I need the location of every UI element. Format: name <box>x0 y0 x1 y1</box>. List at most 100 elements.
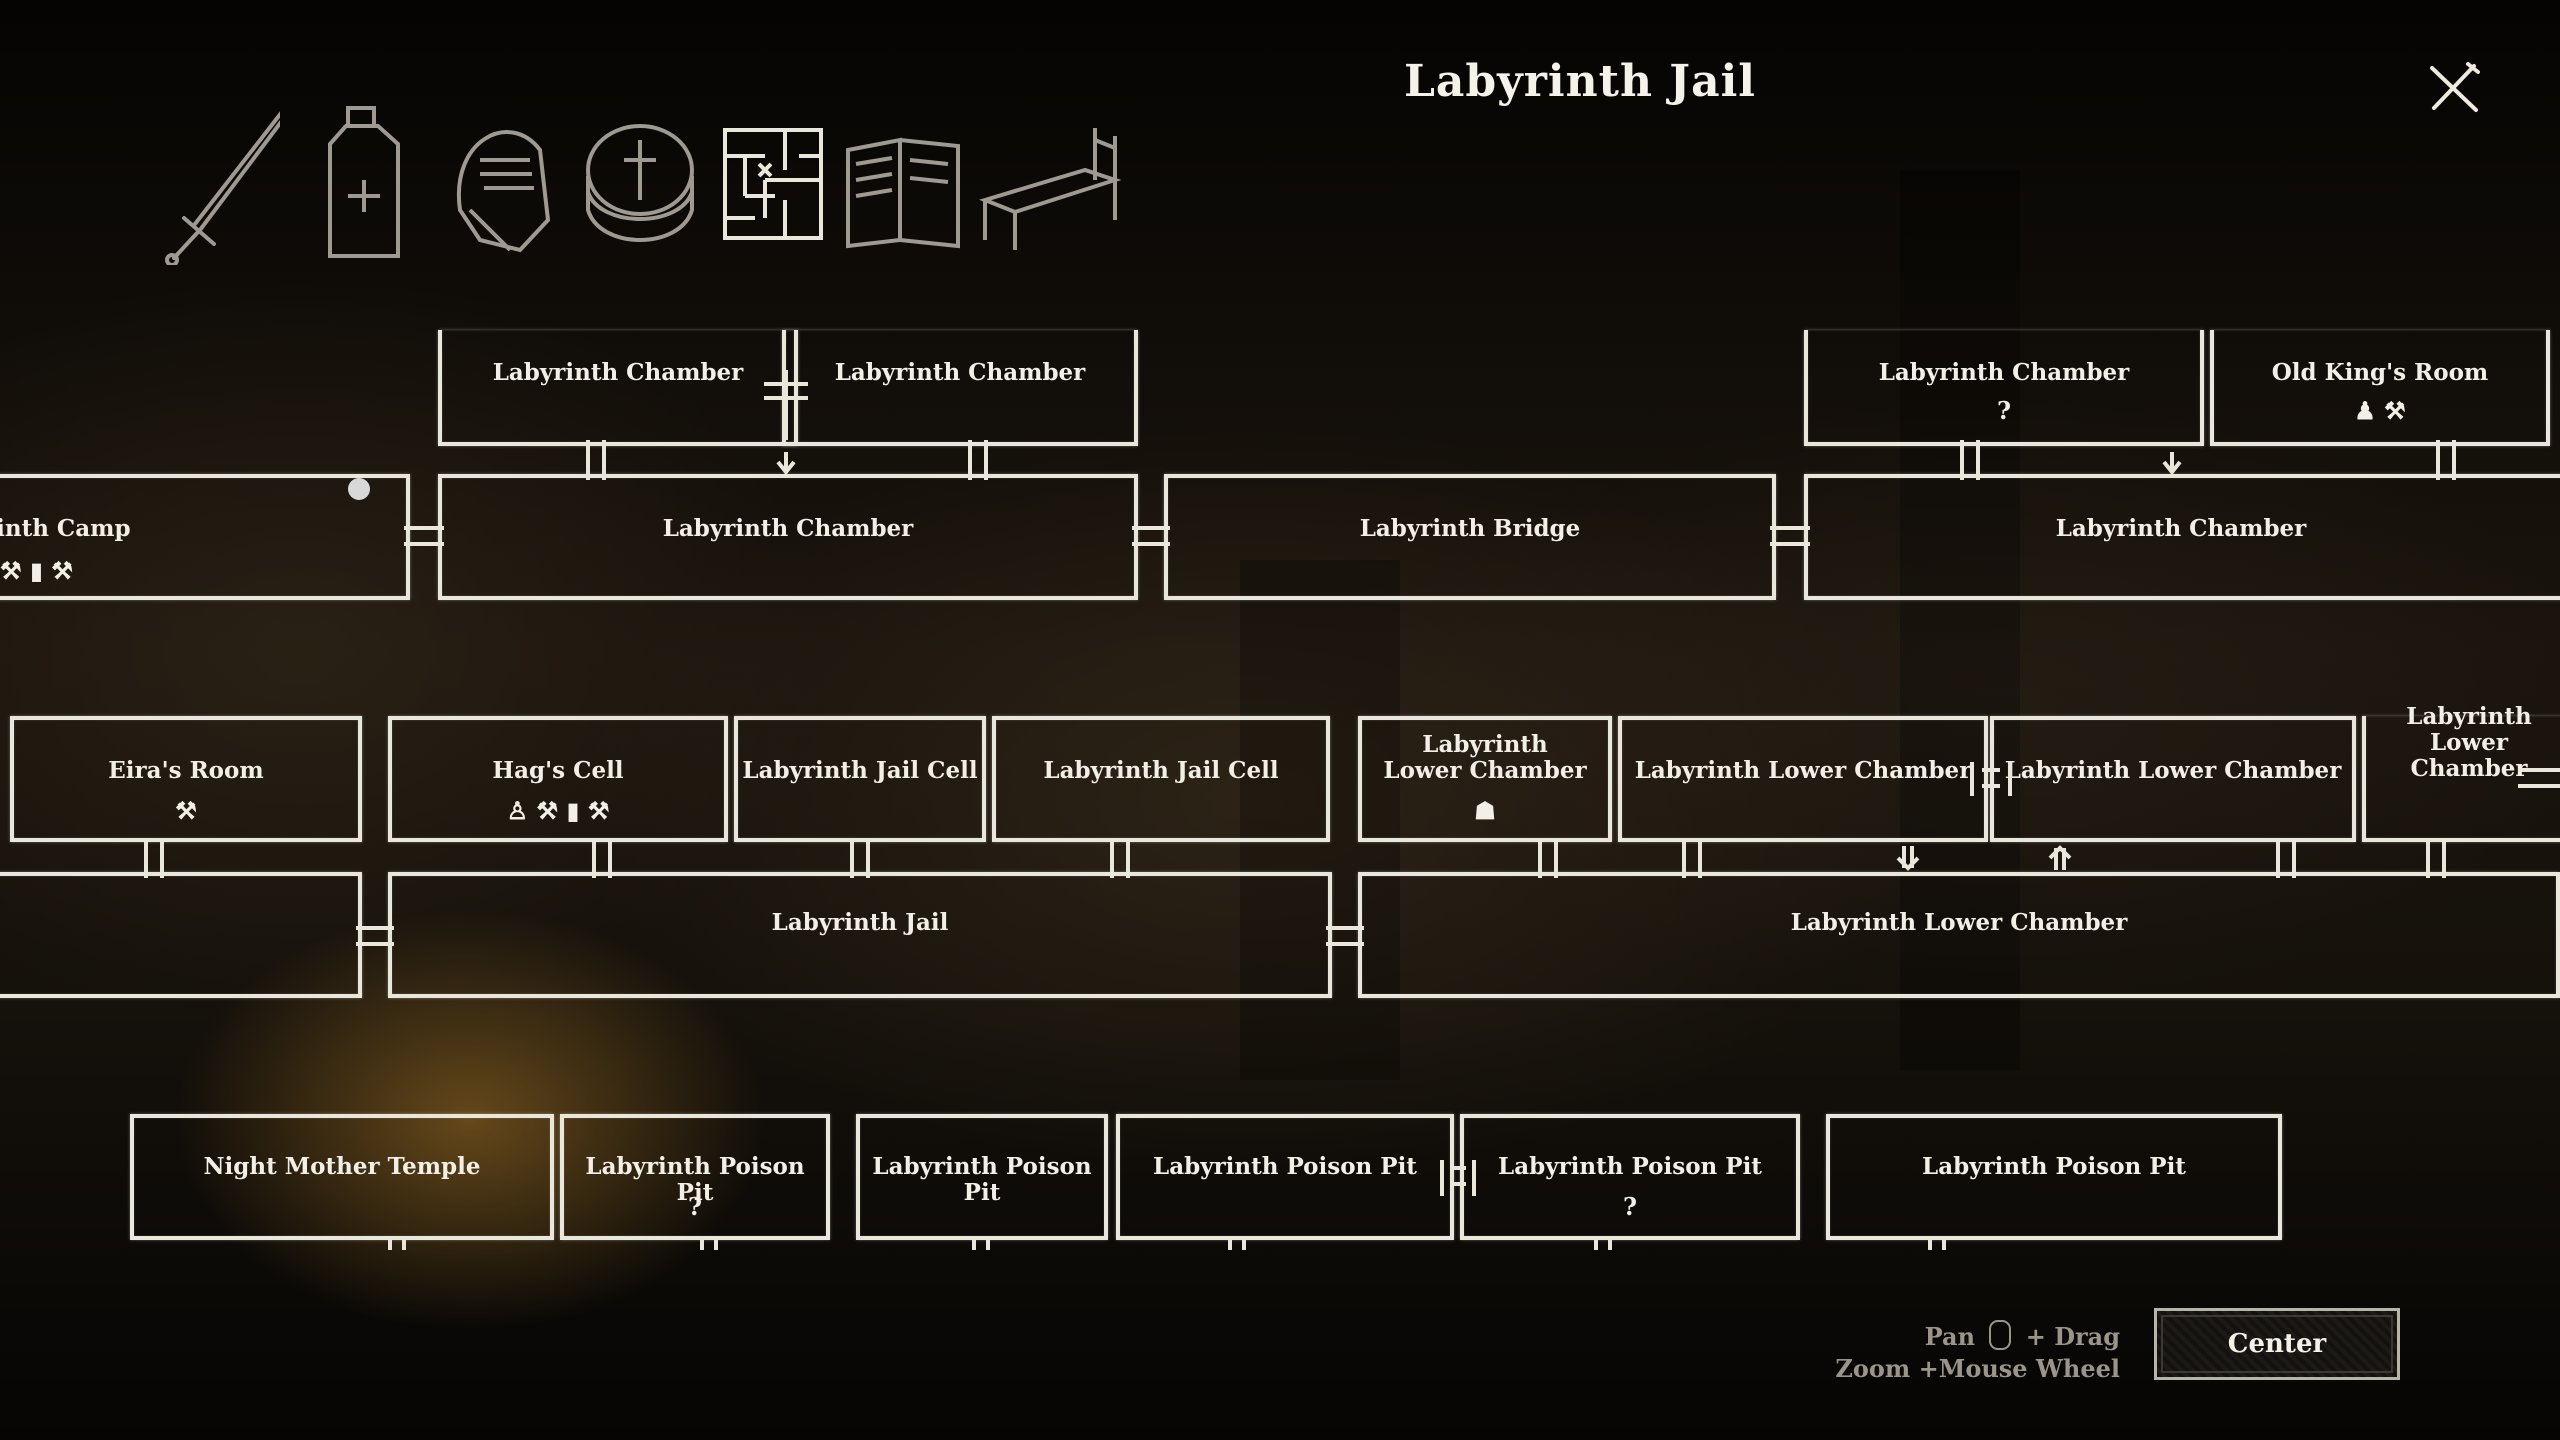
door <box>388 1236 406 1250</box>
toolbar-armor[interactable] <box>440 100 560 265</box>
room-labyrinth-chamber[interactable]: Labyrinth Chamber <box>782 330 1138 446</box>
room-labyrinth-lower-chamber-large[interactable]: Labyrinth Lower Chamber <box>1358 872 2560 998</box>
toolbar-weapons[interactable] <box>160 100 292 267</box>
room-labyrinth-poison-pit[interactable]: Labyrinth Poison Pit ? <box>560 1114 830 1240</box>
one-way-door-arrow <box>2048 845 2072 870</box>
room-eiras-room[interactable]: Eira's Room ⚒ <box>10 716 362 842</box>
door <box>1594 1236 1612 1250</box>
toolbar-journal[interactable] <box>840 100 960 265</box>
room-labyrinth-lower-chamber[interactable]: Labyrinth Lower Chamber ☗ <box>1358 716 1612 842</box>
room-labyrinth-lower-chamber[interactable]: Labyrinth Lower Chamber <box>1990 716 2356 842</box>
room-feature-icons: ♙ ⚒ ▮ ⚒ <box>506 796 610 825</box>
pan-hint: Pan + Drag <box>1820 1320 2120 1351</box>
room-label: Labyrinth Lower Chamber <box>1634 757 1972 784</box>
unknown-icon: ? <box>1622 1192 1638 1221</box>
one-way-door-arrow <box>2162 452 2182 476</box>
room-label: Labyrinth Poison Pit <box>585 1153 805 1206</box>
room-night-mother-temple[interactable]: Night Mother Temple <box>130 1114 554 1240</box>
room-label: Labyrinth Poison Pit <box>1922 1153 2186 1180</box>
room-label: Old King's Room <box>2271 359 2489 386</box>
room-label: Labyrinth Chamber <box>2055 515 2307 542</box>
room-label: Labyrinth Lower Chamber <box>1383 731 1587 784</box>
room-label: Labyrinth Poison Pit <box>1498 1153 1762 1180</box>
helmet-icon: ☗ <box>1474 796 1496 825</box>
mouse-icon <box>1989 1320 2012 1350</box>
page-title: Labyrinth Jail <box>1403 56 1757 107</box>
door <box>1682 838 1702 878</box>
one-way-door-arrow <box>1896 846 1920 871</box>
door <box>1970 762 2012 796</box>
room-label: Labyrinth Bridge <box>1359 515 1581 542</box>
room-label: Labyrinth Jail Cell <box>742 757 978 784</box>
door <box>1228 1236 1246 1250</box>
potion-bottle-icon <box>328 106 400 258</box>
room-labyrinth-poison-pit[interactable]: Labyrinth Poison Pit <box>1116 1114 1454 1240</box>
center-button[interactable]: Center <box>2154 1308 2400 1380</box>
room-label: Night Mother Temple <box>203 1153 481 1180</box>
zoom-hint: Zoom +Mouse Wheel <box>1835 1354 2120 1383</box>
room-label: Labyrinth Lower Chamber <box>2004 757 2342 784</box>
room-label: Labyrinth Poison Pit <box>872 1153 1092 1206</box>
door <box>356 926 394 946</box>
door <box>972 1236 990 1250</box>
room-labyrinth-poison-pit[interactable]: Labyrinth Poison Pit <box>1826 1114 2282 1240</box>
room-feature-icons: ⚒ ▮ ⚒ <box>0 556 73 585</box>
room-labyrinth-lower-chamber[interactable]: Labyrinth Lower Chamber <box>2362 704 2560 842</box>
room-label: Labyrinth Chamber <box>662 515 914 542</box>
bed-icon <box>978 128 1122 250</box>
room-label: Labyrinth Lower Chamber <box>2406 703 2532 782</box>
door <box>700 1236 718 1250</box>
door <box>968 440 988 480</box>
room-label: rinth Camp <box>0 515 131 542</box>
close-icon <box>2430 62 2480 112</box>
room-labyrinth-bridge[interactable]: Labyrinth Bridge <box>1164 474 1776 600</box>
door <box>2426 838 2446 878</box>
door <box>1928 1236 1946 1250</box>
pan-label: Pan <box>1924 1322 1976 1351</box>
door <box>144 838 164 878</box>
room-labyrinth-lower-chamber[interactable]: Labyrinth Lower Chamber <box>1618 716 1988 842</box>
room-label: Labyrinth Jail Cell <box>1043 757 1279 784</box>
unknown-icon: ? <box>1996 396 2012 425</box>
player-position-marker <box>348 478 370 500</box>
door <box>1110 838 1130 878</box>
room-labyrinth-camp[interactable]: rinth Camp ⚒ ▮ ⚒ <box>0 474 410 600</box>
room-label: Eira's Room <box>108 757 264 784</box>
room-feature-icons: ♟ ⚒ <box>2354 396 2406 425</box>
maze-map-icon <box>723 128 823 240</box>
room-labyrinth-jail[interactable]: Labyrinth Jail <box>388 872 1332 998</box>
room-labyrinth-chamber[interactable]: Labyrinth Chamber <box>1804 474 2560 600</box>
door <box>764 382 808 400</box>
room-labyrinth-jail-cell[interactable]: Labyrinth Jail Cell <box>992 716 1330 842</box>
toolbar-rest[interactable] <box>975 100 1125 265</box>
toolbar-coins[interactable] <box>580 100 700 265</box>
room-labyrinth-jail-cell[interactable]: Labyrinth Jail Cell <box>734 716 986 842</box>
door <box>2518 768 2560 788</box>
background-pillar <box>1240 560 1400 1080</box>
toolbar-map[interactable] <box>715 100 835 265</box>
close-button[interactable] <box>2424 58 2484 118</box>
room-labyrinth-poison-pit[interactable]: Labyrinth Poison Pit <box>856 1114 1108 1240</box>
room-label: Labyrinth Poison Pit <box>1153 1153 1417 1180</box>
door <box>1960 440 1980 480</box>
door <box>2436 440 2456 480</box>
room-labyrinth-poison-pit[interactable]: Labyrinth Poison Pit ? <box>1460 1114 1800 1240</box>
pan-action: + Drag <box>2025 1322 2120 1351</box>
door <box>1440 1160 1476 1196</box>
room-label: Hag's Cell <box>492 757 624 784</box>
room-label: Labyrinth Chamber <box>1878 359 2130 386</box>
room-left-chamber[interactable] <box>0 872 362 998</box>
door <box>404 526 444 546</box>
toolbar-consumables[interactable] <box>300 100 420 265</box>
room-label: Labyrinth Chamber <box>834 359 1086 386</box>
room-labyrinth-chamber[interactable]: Labyrinth Chamber <box>438 330 798 446</box>
door <box>1450 1166 1466 1186</box>
room-hags-cell[interactable]: Hag's Cell ♙ ⚒ ▮ ⚒ <box>388 716 728 842</box>
room-label: Labyrinth Jail <box>771 909 949 936</box>
room-labyrinth-chamber[interactable]: Labyrinth Chamber ? <box>1804 330 2204 446</box>
door <box>1538 838 1558 878</box>
room-labyrinth-chamber[interactable]: Labyrinth Chamber <box>438 474 1138 600</box>
door <box>586 440 606 480</box>
door <box>592 838 612 878</box>
